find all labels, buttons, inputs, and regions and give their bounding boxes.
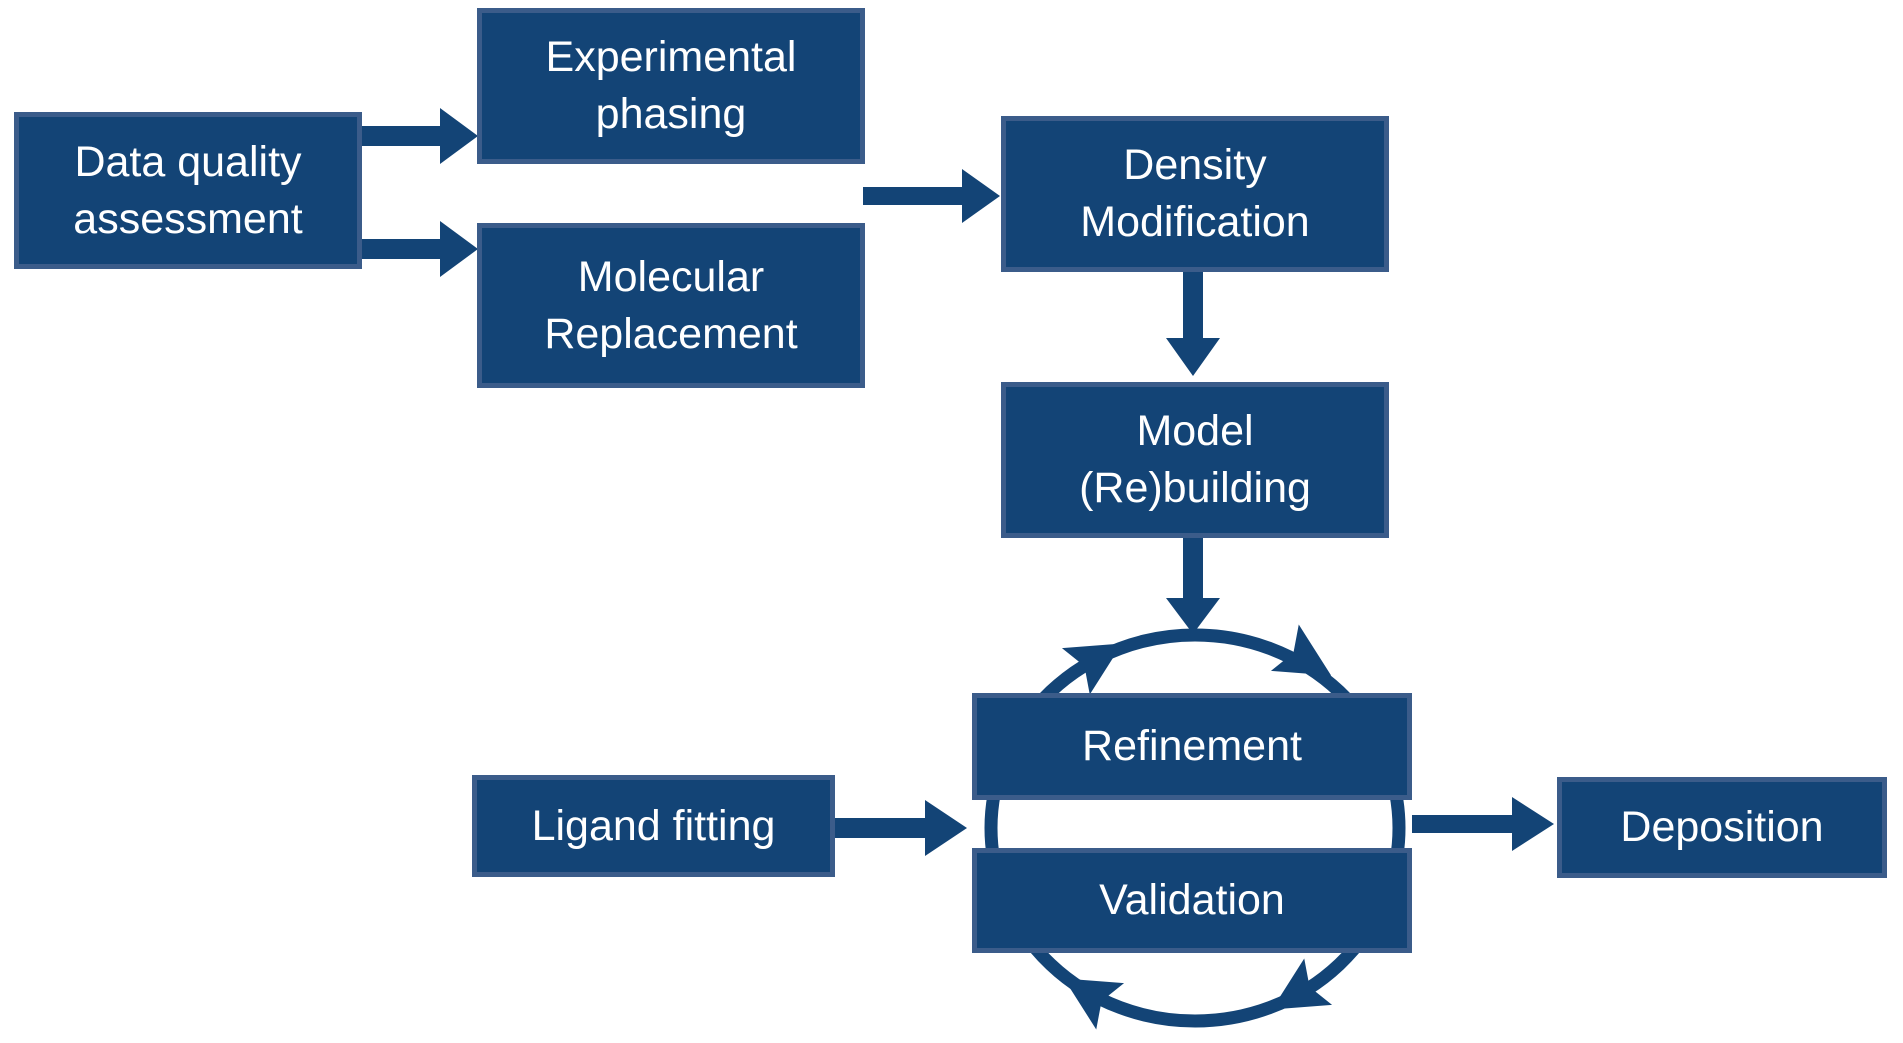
arrow-cycle-to-deposition [1412,797,1554,851]
cycle-arrowheads [1061,624,1333,1030]
node-label-line: Data quality [74,137,302,186]
node-label-line: Deposition [1620,803,1824,852]
cycle-arrowhead-bottom-left [1063,978,1125,1030]
node-ligand-fitting: Ligand fitting [472,775,835,877]
node-label-line: Validation [1099,876,1285,925]
node-label-line: Model [1136,407,1254,456]
node-label-line: Molecular [577,252,765,301]
arrow-ligand-to-cycle [835,800,967,856]
cycle-arrowhead-top-left [1061,643,1123,695]
node-label-line: (Re)building [1079,464,1311,512]
node-label-line: Modification [1080,198,1310,246]
cycle-arrowhead-top-right [1270,624,1332,676]
node-experimental-phasing: Experimental phasing [477,8,865,164]
cycle-arrowhead-bottom-right [1271,958,1333,1010]
arrow-phasing-to-density-modification [863,169,1000,223]
node-label-line: phasing [595,90,747,138]
cycle-ellipse [984,628,1406,1028]
node-label-line: assessment [73,194,303,243]
node-molecular-replacement: Molecular Replacement [477,223,865,388]
node-density-modification: Density Modification [1001,116,1389,272]
node-label-line: Ligand fitting [531,801,776,850]
node-data-quality-assessment: Data quality assessment [14,112,362,269]
node-label-line: Replacement [544,309,798,358]
node-refinement: Refinement [972,693,1412,800]
node-label-line: Refinement [1082,722,1302,771]
arrow-model-to-cycle [1166,538,1220,634]
node-validation: Validation [972,848,1412,953]
node-model-rebuilding: Model (Re)building [1001,382,1389,538]
node-label-line: Experimental [545,33,797,82]
arrow-density-to-model-rebuilding [1166,272,1220,376]
arrow-dqa-to-experimental-phasing [362,108,478,164]
arrow-dqa-to-molecular-replacement [362,221,478,277]
node-deposition: Deposition [1557,777,1887,878]
node-label-line: Density [1123,141,1267,190]
